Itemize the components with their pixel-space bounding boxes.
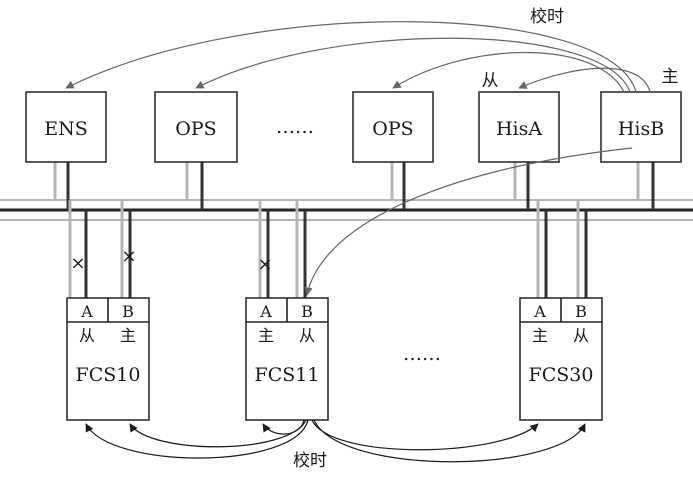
stations-ellipsis: …… xyxy=(276,116,314,138)
fcs11-port-a: A xyxy=(259,302,272,321)
sync-arrow-to-ops2 xyxy=(392,51,625,93)
sync-arrow-fcs11-self-a xyxy=(262,419,305,435)
station-ens-label: ENS xyxy=(44,118,88,140)
sync-arrow-fcs11-to-fcs30-b xyxy=(313,419,586,463)
hisa-role-label: 从 xyxy=(482,71,499,91)
station-hisa: HisA xyxy=(478,91,560,163)
hisb-role-label: 主 xyxy=(662,67,679,87)
station-hisb: HisB xyxy=(600,91,682,163)
fault-mark-fcs11-a: × xyxy=(257,254,272,275)
fcs11-name: FCS11 xyxy=(255,364,320,386)
station-hisa-label: HisA xyxy=(496,118,542,140)
fcs30-name: FCS30 xyxy=(529,364,594,386)
fcs30-role-b: 从 xyxy=(573,326,589,345)
fcs10-port-b: B xyxy=(122,302,134,321)
sync-arrow-to-fcs11 xyxy=(304,147,633,296)
sync-arrow-fcs11-to-fcs10-a xyxy=(85,419,309,459)
fcs10-role-b: 主 xyxy=(120,326,136,345)
sync-arrow-to-ops1 xyxy=(195,37,631,93)
controller-drop-lines xyxy=(68,200,588,298)
network-bus xyxy=(0,199,693,221)
station-ens: ENS xyxy=(25,91,107,163)
sync-label-bottom: 校时 xyxy=(293,451,327,471)
station-ops-2: OPS xyxy=(352,91,434,163)
station-drop-lines xyxy=(53,162,655,210)
fcs11-role-a: 主 xyxy=(258,326,274,345)
station-ops-1: OPS xyxy=(154,91,238,163)
fcs10-port-a: A xyxy=(80,302,93,321)
station-ops-2-label: OPS xyxy=(372,118,413,140)
sync-label-top: 校时 xyxy=(530,7,564,27)
sync-arrow-to-hisa xyxy=(518,67,651,93)
fcs11-role-b: 从 xyxy=(299,326,315,345)
fcs11-port-b: B xyxy=(301,302,313,321)
station-hisb-label: HisB xyxy=(618,118,664,140)
bottom-sync-arrows xyxy=(85,419,586,463)
sync-arrow-fcs11-to-fcs30-a xyxy=(311,419,539,451)
fcs10-name: FCS10 xyxy=(76,364,141,386)
fcs30-role-a: 主 xyxy=(532,326,548,345)
fcs30-port-b: B xyxy=(575,302,587,321)
fcs10-role-a: 从 xyxy=(79,326,95,345)
fcs30-port-a: A xyxy=(533,302,546,321)
station-ops-1-label: OPS xyxy=(175,118,216,140)
fault-mark-fcs10-a: × xyxy=(70,253,85,274)
top-sync-arrows xyxy=(65,21,651,296)
controllers-ellipsis: …… xyxy=(403,343,441,365)
fault-mark-fcs10-b: × xyxy=(121,246,136,267)
controller-fcs10: A B 从 主 FCS10 xyxy=(66,297,150,421)
controller-fcs11: A B 主 从 FCS11 xyxy=(245,297,329,421)
controller-fcs30: A B 主 从 FCS30 xyxy=(519,297,603,421)
fault-marks: × × × xyxy=(70,246,272,275)
sync-arrow-to-ens xyxy=(65,21,637,93)
